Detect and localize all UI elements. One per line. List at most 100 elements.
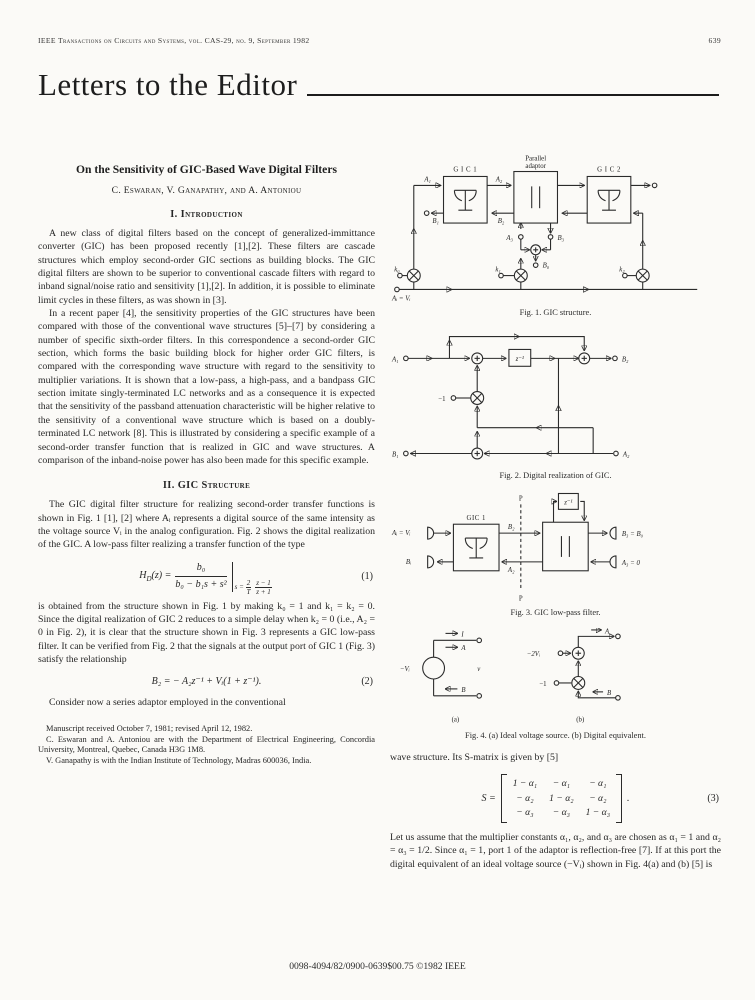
fig2-digital-realization-diagram: A₁ z⁻¹ <box>391 328 630 460</box>
svg-text:−2Vᵢ: −2Vᵢ <box>527 651 540 658</box>
svg-text:Parallel: Parallel <box>525 156 546 163</box>
svg-text:P: P <box>519 495 523 502</box>
two-column-body: On the Sensitivity of GIC-Based Wave Dig… <box>38 153 721 871</box>
gic1-box <box>442 175 488 224</box>
intro-paragraph-2: In a recent paper [4], the sensitivity p… <box>38 308 375 466</box>
svg-text:A₂: A₂ <box>495 176 503 183</box>
heading-gic-structure: II. GIC Structure <box>162 480 251 492</box>
gic-symbol <box>464 537 488 559</box>
svg-text:A₂: A₂ <box>507 567 515 574</box>
fig4-caption: Fig. 4. (a) Ideal voltage source. (b) Di… <box>465 731 646 740</box>
page-header: IEEE Transactions on Circuits and System… <box>38 36 721 45</box>
svg-text:A₁: A₁ <box>423 176 431 183</box>
svg-text:P: P <box>519 596 523 603</box>
gic2-box <box>586 175 632 224</box>
fig4-voltage-source-diagram: −Vᵢ I A v B (a) −2Vᵢ <box>400 628 621 724</box>
svg-text:−1: −1 <box>539 681 546 688</box>
svg-text:I: I <box>460 631 464 638</box>
svg-text:adaptor: adaptor <box>525 163 546 170</box>
eq1-function: HD(z) = <box>139 569 172 583</box>
structure-paragraph-2: is obtained from the structure shown in … <box>38 600 375 665</box>
svg-text:k₀: k₀ <box>394 267 400 274</box>
svg-text:B₀: B₀ <box>543 263 550 270</box>
article-title: On the Sensitivity of GIC-Based Wave Dig… <box>76 163 337 176</box>
section-banner-title: Letters to the Editor <box>38 67 298 102</box>
eq2-body: B₂ = − A₂z⁻¹ + Vᵢ(1 + z⁻¹). <box>151 676 262 688</box>
figure-2: A₁ z⁻¹ <box>390 328 721 480</box>
figure-1: G I C 1 Parallel adaptor G I C 2 A₁ <box>390 153 721 317</box>
eq1-fraction: b₀ b₀ − b₁s + s² <box>175 562 227 591</box>
svg-text:A₃ = 0: A₃ = 0 <box>621 560 641 567</box>
svg-text:−Vᵢ: −Vᵢ <box>400 666 410 673</box>
article-authors: C. Eswaran, V. Ganapathy, and A. Antonio… <box>111 185 302 196</box>
structure-paragraph-3: Consider now a series adaptor employed i… <box>49 697 286 709</box>
footnote-block: Manuscript received October 7, 1981; rev… <box>38 724 375 768</box>
svg-text:GIC 1: GIC 1 <box>467 515 486 522</box>
eq2-number: (2) <box>361 676 373 688</box>
gic-symbol <box>597 189 621 211</box>
eq3-lhs: S = <box>481 792 496 804</box>
svg-text:G I C 1: G I C 1 <box>453 167 477 174</box>
heading-introduction: I. Introduction <box>170 209 243 220</box>
fig1-caption: Fig. 1. GIC structure. <box>519 308 592 317</box>
eq3-number: (3) <box>707 792 719 804</box>
svg-text:B: B <box>461 687 466 694</box>
structure-paragraph-1: The GIC digital filter structure for rea… <box>38 499 375 551</box>
fig2-caption: Fig. 2. Digital realization of GIC. <box>499 471 612 480</box>
eq1-number: (1) <box>361 570 373 582</box>
matrix-grid: 1 − α₁ − α₁ − α₁ − α₂ 1 − α₂ − α₂ − α₃ −… <box>512 778 611 819</box>
matrix-bracket-right <box>616 774 623 823</box>
figure-4: −Vᵢ I A v B (a) −2Vᵢ <box>390 628 721 740</box>
s-matrix: 1 − α₁ − α₁ − α₁ − α₂ 1 − α₂ − α₂ − α₃ −… <box>500 774 623 823</box>
eq1-evaluation-bar <box>231 561 233 592</box>
svg-text:z⁻¹: z⁻¹ <box>515 356 524 363</box>
eq3-period: . <box>627 792 630 804</box>
svg-text:A₂: A₂ <box>622 451 630 458</box>
svg-text:A: A <box>604 628 610 635</box>
gic-symbol <box>453 189 477 211</box>
right-column: G I C 1 Parallel adaptor G I C 2 A₁ <box>390 153 721 871</box>
svg-text:−1: −1 <box>438 396 445 403</box>
left-column: On the Sensitivity of GIC-Based Wave Dig… <box>38 153 375 871</box>
section-banner: Letters to the Editor <box>38 67 721 103</box>
svg-text:k₁: k₁ <box>495 267 500 274</box>
svg-text:(a): (a) <box>452 717 460 724</box>
journal-page: IEEE Transactions on Circuits and System… <box>38 36 721 871</box>
svg-text:B₁: B₁ <box>432 218 439 225</box>
fig3-gic-lowpass-diagram: Aᵢ = Vᵢ Bᵢ GIC 1 B₂ A₂ P <box>391 492 644 603</box>
svg-text:Bᵢ: Bᵢ <box>406 559 411 566</box>
banner-rule <box>307 94 719 96</box>
footnote-received: Manuscript received October 7, 1981; rev… <box>46 723 253 733</box>
fig1-gic-structure-diagram: G I C 1 Parallel adaptor G I C 2 A₁ <box>391 156 698 302</box>
intro-paragraph-1: A new class of digital filters based on … <box>38 228 375 306</box>
svg-text:Aᵢ = Vᵢ: Aᵢ = Vᵢ <box>391 530 411 537</box>
fig3-caption: Fig. 3. GIC low-pass filter. <box>510 608 601 617</box>
svg-text:A₃: A₃ <box>505 235 513 242</box>
svg-text:B: B <box>607 690 612 697</box>
right-column-paragraph: Let us assume that the multiplier consta… <box>390 831 721 870</box>
svg-text:v: v <box>477 666 481 673</box>
parallel-adaptor-box <box>513 170 559 224</box>
svg-text:B₂: B₂ <box>508 524 515 531</box>
svg-text:A: A <box>460 645 466 652</box>
right-column-lead-text: wave structure. Its S-matrix is given by… <box>390 752 559 763</box>
page-number: 639 <box>708 36 721 45</box>
footnote-affiliation-2: V. Ganapathy is with the Indian Institut… <box>46 756 312 766</box>
svg-text:k₂: k₂ <box>619 267 625 274</box>
journal-citation: IEEE Transactions on Circuits and System… <box>38 36 310 45</box>
equation-2: B₂ = − A₂z⁻¹ + Vᵢ(1 + z⁻¹). (2) <box>38 676 375 688</box>
svg-text:A₁: A₁ <box>391 356 399 363</box>
svg-text:B₂: B₂ <box>622 356 629 363</box>
svg-text:z⁻¹: z⁻¹ <box>563 499 572 506</box>
svg-text:(b): (b) <box>576 717 584 724</box>
svg-text:Aᵢ = Vᵢ: Aᵢ = Vᵢ <box>391 295 411 302</box>
svg-text:B₃ = B₀: B₃ = B₀ <box>622 531 644 538</box>
svg-text:B₂: B₂ <box>498 218 505 225</box>
eq3-body: S = 1 − α₁ − α₁ − α₁ − α₂ 1 − α₂ − α₂ − … <box>481 774 630 823</box>
svg-text:B₃: B₃ <box>557 235 564 242</box>
svg-text:G I C 2: G I C 2 <box>597 167 621 174</box>
equation-3: S = 1 − α₁ − α₁ − α₁ − α₂ 1 − α₂ − α₂ − … <box>390 774 721 823</box>
issn-copyright-line: 0098-4094/82/0900-0639$00.75 ©1982 IEEE <box>289 961 466 972</box>
